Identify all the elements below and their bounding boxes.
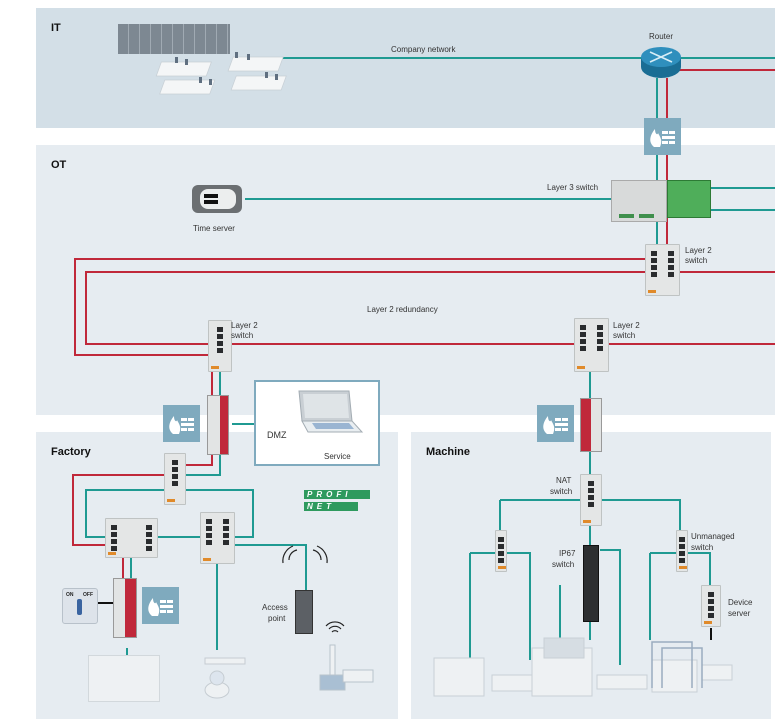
wire-lsw-loop bbox=[470, 552, 531, 660]
factory-big-switch[interactable] bbox=[200, 512, 235, 564]
zone-title-factory: Factory bbox=[51, 446, 91, 458]
switch-ports-glyph bbox=[704, 592, 714, 624]
office-desks-icon bbox=[155, 52, 305, 112]
firewall-icon-ot-machine bbox=[537, 405, 574, 442]
layer2-switch-mid-label-2: switch bbox=[613, 331, 636, 340]
firewall-icon-factory-machine bbox=[142, 587, 179, 624]
access-point-device[interactable] bbox=[295, 590, 313, 634]
zone-title-machine: Machine bbox=[426, 446, 471, 458]
service-label: Service bbox=[324, 452, 351, 461]
time-server-device[interactable] bbox=[192, 185, 242, 213]
flame-brick-glyph bbox=[169, 416, 194, 434]
switch-ports-glyph bbox=[211, 327, 223, 369]
production-line-icon bbox=[432, 630, 757, 700]
switch-ports-glyph bbox=[108, 525, 152, 555]
device-server-label-1: Device bbox=[728, 598, 753, 607]
switch-ports-glyph bbox=[648, 251, 674, 293]
wire-redundancy-outer bbox=[74, 258, 645, 356]
wireless-client-signal-icon bbox=[324, 620, 346, 634]
profinet-logo: PROFI NET bbox=[304, 490, 370, 511]
layer2-switch-left-label-1: Layer 2 bbox=[231, 321, 258, 330]
switch-ports-glyph bbox=[577, 325, 603, 369]
zone-title-it: IT bbox=[51, 22, 61, 34]
time-server-label: Time server bbox=[193, 224, 235, 233]
conveyor-station-icon bbox=[315, 640, 380, 695]
switch-ports-glyph bbox=[203, 519, 229, 561]
firewall-icon-ot-factory bbox=[163, 405, 200, 442]
ip67-switch-label-2: switch bbox=[552, 560, 575, 569]
robot-arm-icon bbox=[195, 648, 250, 703]
switch-ports-glyph bbox=[498, 537, 506, 569]
unmanaged-switch-right[interactable] bbox=[676, 530, 688, 572]
ip67-switch-label-1: IP67 bbox=[559, 549, 576, 558]
security-router-switch[interactable] bbox=[113, 578, 137, 638]
wire-fw-red-factory bbox=[186, 455, 213, 466]
switch-on-label: ON bbox=[66, 592, 74, 598]
layer2-switch-top[interactable] bbox=[645, 244, 680, 296]
wire-bigsw-ap bbox=[233, 544, 307, 590]
main-switch-icon[interactable]: ON OFF bbox=[62, 588, 98, 624]
unmanaged-switch-label-2: switch bbox=[691, 543, 714, 552]
layer2-switch-mid[interactable] bbox=[574, 318, 609, 372]
profinet-text-2: NET bbox=[304, 502, 358, 511]
switch-ports-glyph bbox=[167, 460, 178, 502]
wire-nat-tree bbox=[500, 499, 681, 530]
wire-factory-red-loop bbox=[72, 474, 164, 546]
device-server-device[interactable] bbox=[701, 585, 721, 627]
factory-controller[interactable] bbox=[105, 518, 158, 558]
server-rack-icon bbox=[118, 24, 230, 54]
firewall-icon-it-ot bbox=[644, 118, 681, 155]
router-icon[interactable] bbox=[640, 45, 682, 80]
wire-fw-factory-l2 bbox=[186, 455, 221, 476]
switch-ports-glyph bbox=[583, 481, 594, 523]
layer2-switch-left[interactable] bbox=[208, 320, 232, 372]
layer2-switch-mid-label-1: Layer 2 bbox=[613, 321, 640, 330]
layer2-switch-top-label-1: Layer 2 bbox=[685, 246, 712, 255]
layer2-switch-top-label-2: switch bbox=[685, 256, 708, 265]
unmanaged-switch-left[interactable] bbox=[495, 530, 507, 572]
dmz-box: DMZ Service bbox=[254, 380, 380, 466]
flame-brick-glyph bbox=[543, 416, 568, 434]
wire-redundancy-inner bbox=[85, 271, 645, 345]
company-network-label: Company network bbox=[391, 45, 456, 54]
flame-brick-glyph bbox=[148, 598, 173, 616]
wire-ip67-right bbox=[600, 549, 621, 665]
layer3-switch-label: Layer 3 switch bbox=[547, 183, 599, 192]
nat-switch-label-1: NAT bbox=[556, 476, 572, 485]
factory-layer2-switch[interactable] bbox=[164, 453, 186, 505]
cnc-machine-icon bbox=[88, 655, 160, 702]
zone-title-ot: OT bbox=[51, 159, 67, 171]
layer3-switch-device[interactable] bbox=[611, 180, 711, 222]
laptop-icon bbox=[294, 388, 364, 438]
unmanaged-switch-label-1: Unmanaged bbox=[691, 532, 735, 541]
access-point-label-1: Access bbox=[262, 603, 288, 612]
nat-switch-label-2: switch bbox=[550, 487, 573, 496]
wireless-signal-icon bbox=[275, 545, 335, 570]
layer2-redundancy-label: Layer 2 redundancy bbox=[367, 305, 438, 314]
dmz-label: DMZ bbox=[267, 430, 287, 440]
wire-rsw-loop bbox=[650, 552, 711, 590]
flame-brick-glyph bbox=[650, 129, 675, 147]
wire-factory-loop bbox=[85, 489, 254, 538]
switch-ports-glyph bbox=[679, 537, 687, 569]
ip67-switch-device[interactable] bbox=[583, 545, 599, 622]
router-label: Router bbox=[649, 32, 674, 41]
security-router-factory[interactable] bbox=[207, 395, 229, 455]
nat-switch-device[interactable] bbox=[580, 474, 602, 526]
profinet-text-1: PROFI bbox=[304, 490, 370, 499]
layer2-switch-left-label-2: switch bbox=[231, 331, 254, 340]
device-server-label-2: server bbox=[728, 609, 751, 618]
access-point-label-2: point bbox=[268, 614, 286, 623]
switch-off-label: OFF bbox=[83, 592, 93, 598]
security-router-machine[interactable] bbox=[580, 398, 602, 452]
